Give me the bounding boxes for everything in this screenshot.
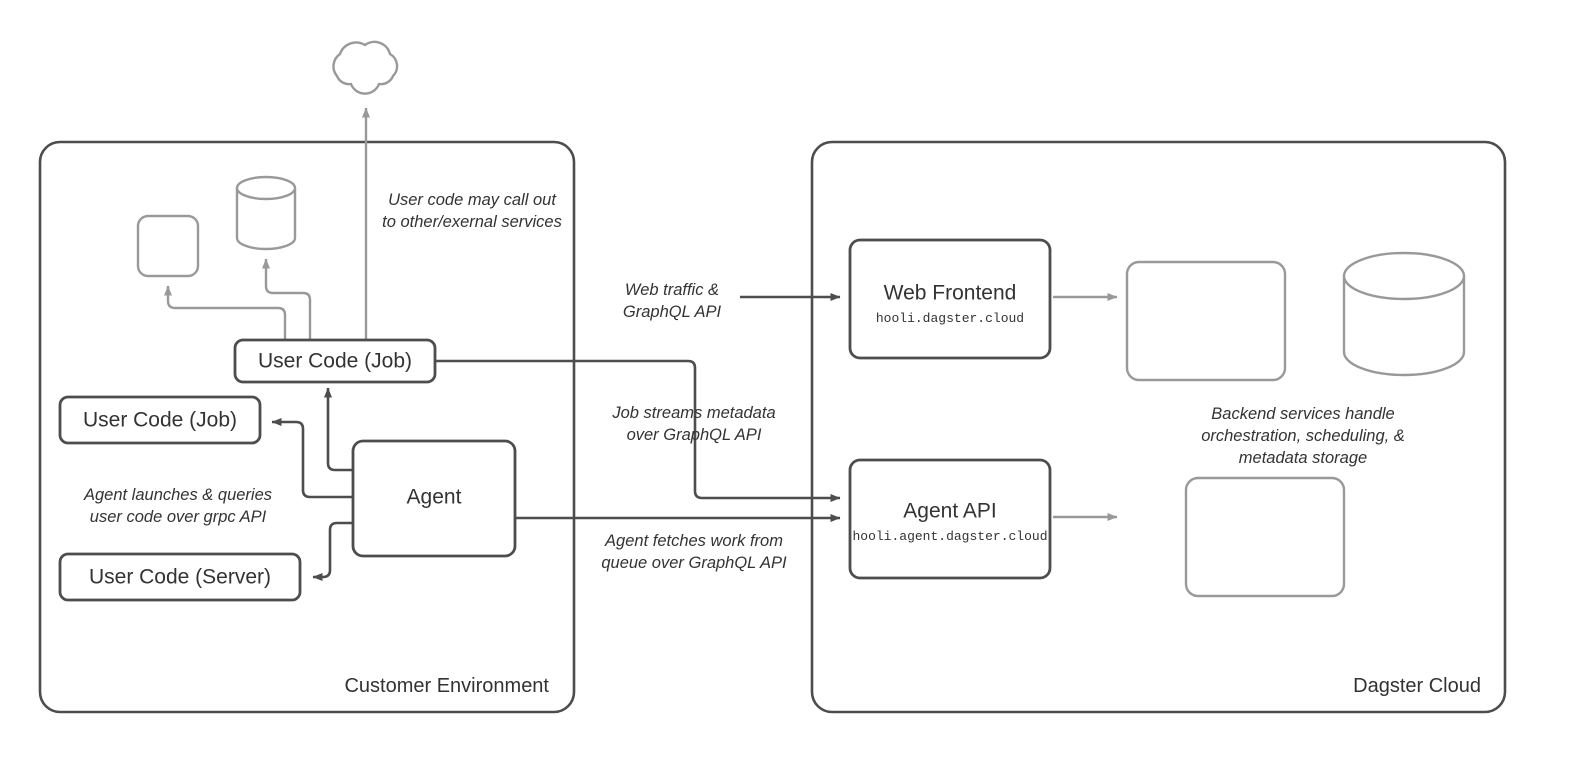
svg-text:orchestration, scheduling, &: orchestration, scheduling, & [1201, 427, 1405, 445]
annotation-web-traffic-note: Web traffic & GraphQL API [623, 281, 722, 321]
svg-text:metadata storage: metadata storage [1239, 449, 1367, 467]
edge-agent-to-usercode-job-left [271, 418, 353, 499]
annotation-backend-services-note: Backend services handle orchestration, s… [1201, 405, 1405, 467]
svg-text:to other/exernal services: to other/exernal services [382, 213, 562, 231]
edge-usercode-job-to-agent-api [435, 359, 841, 502]
edge-usercode-to-external-box [164, 285, 287, 340]
svg-text:Web traffic &: Web traffic & [625, 281, 719, 299]
svg-text:Agent fetches work from: Agent fetches work from [604, 532, 783, 550]
svg-text:queue over GraphQL API: queue over GraphQL API [601, 554, 787, 572]
annotation-agent-fetches-note: Agent fetches work from queue over Graph… [601, 532, 787, 572]
node-label-user-code-job-top: User Code (Job) [258, 350, 412, 373]
backend-database-icon [1342, 251, 1466, 377]
svg-text:user code over grpc API: user code over grpc API [90, 508, 267, 526]
svg-text:Agent launches & queries: Agent launches & queries [83, 486, 272, 504]
node-user-code-server[interactable]: User Code (Server) [58, 552, 302, 602]
annotation-external-services-note: User code may call out to other/exernal … [382, 191, 562, 231]
node-label-web-frontend: Web Frontend [884, 282, 1017, 305]
backend-queue-box-icon [1184, 476, 1346, 598]
backend-service-box-icon [1125, 260, 1287, 382]
annotation-agent-launches-note: Agent launches & queries user code over … [83, 486, 272, 526]
node-label-user-code-job-left: User Code (Job) [83, 409, 237, 432]
annotation-job-streams-note: Job streams metadata over GraphQL API [611, 404, 775, 444]
external-database-icon [235, 175, 297, 251]
external-cloud-icon [332, 40, 399, 95]
edge-usercode-to-external-db [262, 258, 312, 340]
svg-text:User code may call out: User code may call out [388, 191, 557, 209]
container-label-customer-environment: Customer Environment [344, 675, 549, 697]
node-sublabel-web-frontend: hooli.dagster.cloud [876, 311, 1024, 326]
node-user-code-job-top[interactable]: User Code (Job) [233, 338, 437, 384]
external-service-box-icon [136, 214, 200, 278]
edge-agent-to-usercode-server [312, 521, 353, 581]
svg-text:Job streams metadata: Job streams metadata [611, 404, 775, 422]
container-label-dagster-cloud: Dagster Cloud [1353, 675, 1481, 697]
svg-text:over GraphQL API: over GraphQL API [627, 426, 762, 444]
node-agent[interactable]: Agent [351, 439, 517, 558]
node-agent-api[interactable]: Agent API hooli.agent.dagster.cloud [848, 458, 1052, 580]
svg-text:Backend services handle: Backend services handle [1211, 405, 1394, 423]
svg-text:GraphQL API: GraphQL API [623, 303, 722, 321]
node-label-user-code-server: User Code (Server) [89, 566, 271, 589]
node-web-frontend[interactable]: Web Frontend hooli.dagster.cloud [848, 238, 1052, 360]
node-label-agent: Agent [407, 486, 462, 509]
node-user-code-job-left[interactable]: User Code (Job) [58, 395, 262, 445]
node-sublabel-agent-api: hooli.agent.dagster.cloud [852, 529, 1047, 544]
edge-agent-to-usercode-job-top [324, 387, 353, 472]
node-label-agent-api: Agent API [903, 500, 996, 523]
